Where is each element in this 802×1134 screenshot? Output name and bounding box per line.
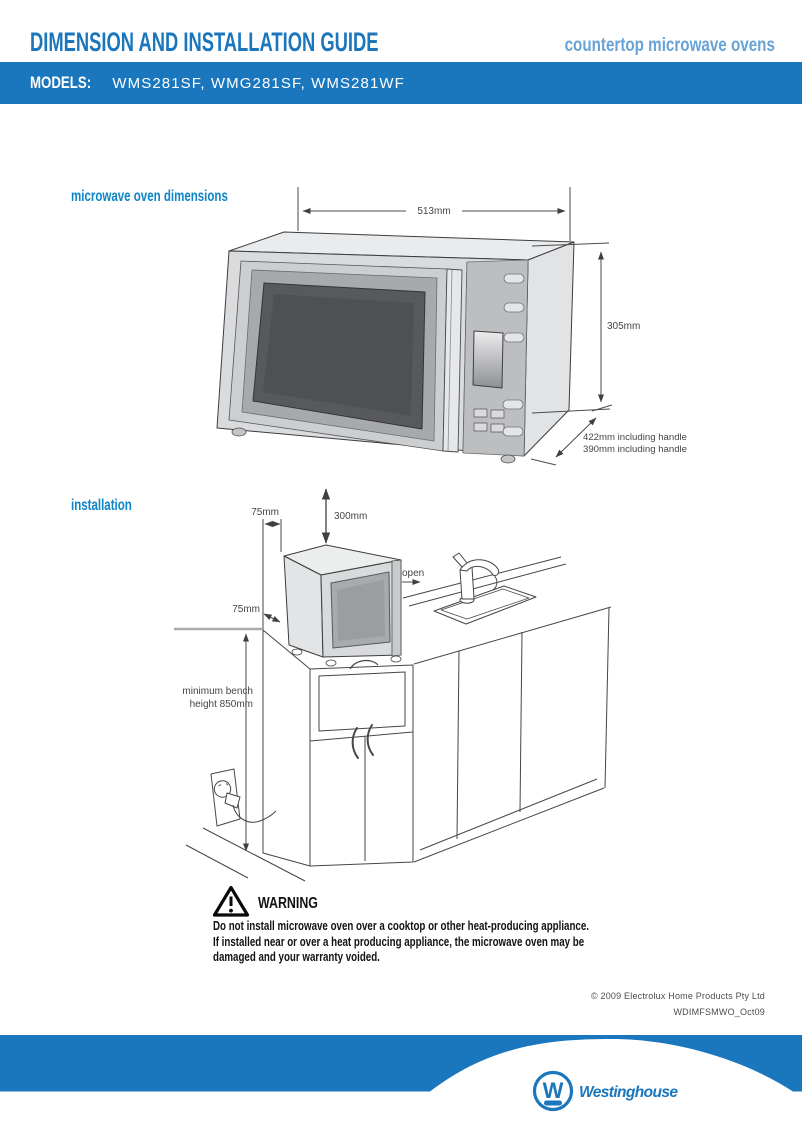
dimension-depth-label-1: 422mm including handle: [583, 432, 687, 443]
microwave-foot: [500, 454, 516, 464]
microwave-buttons: [473, 408, 505, 433]
cabinet-door-handle: [351, 727, 359, 759]
page-title: DIMENSION AND INSTALLATION GUIDE: [30, 27, 379, 57]
power-cord: [232, 804, 277, 823]
models-list: WMS281SF, WMG281SF, WMS281WF: [112, 74, 405, 92]
cabinet: [262, 629, 414, 867]
microwave-door-handle: [442, 268, 463, 453]
westinghouse-logo: W Westinghouse: [532, 1070, 679, 1112]
dimension-depth: [530, 404, 613, 466]
installation-figure: 75mm 300mm open 75mm minimum bench heigh…: [174, 488, 612, 882]
dimension-width-label: 513mm: [417, 206, 450, 217]
brand-circle: [532, 1070, 574, 1112]
bench-height-label-2: height 850mm: [190, 699, 253, 710]
warning-block: WARNING Do not install microwave oven ov…: [212, 884, 652, 974]
dimension-depth-label-2: 390mm including handle: [583, 444, 687, 455]
microwave-side-buttons: [502, 273, 525, 437]
installation-section-heading: installation: [71, 497, 132, 514]
warning-line: damaged and your warranty voided.: [213, 949, 380, 964]
faucet: [452, 552, 500, 604]
warning-triangle-icon: [212, 885, 250, 917]
page-subtitle: countertop microwave ovens: [564, 35, 775, 56]
warning-line: If installed near or over a heat produci…: [213, 933, 585, 949]
brand-name: Westinghouse: [579, 1084, 678, 1101]
dimension-height-label: 305mm: [607, 321, 640, 332]
footer-band-dome: [430, 1039, 793, 1092]
microwave-foot: [231, 427, 247, 437]
microwave-side-face: [523, 241, 575, 457]
power-plug: [224, 792, 241, 809]
brand-monogram-icon: W: [543, 1078, 564, 1103]
microwave-illustration: [216, 231, 575, 464]
bench-height-label-1: minimum bench: [182, 686, 253, 697]
microwave-door-glass: [263, 294, 414, 416]
models-bar: MODELS: WMS281SF, WMG281SF, WMS281WF: [0, 62, 802, 104]
sink-counter: [402, 552, 612, 863]
installed-microwave-handle: [391, 559, 402, 657]
cabinet-side: [262, 629, 311, 867]
side-clearance-label: 75mm: [232, 604, 260, 615]
footer-band: W Westinghouse: [0, 1035, 802, 1112]
models-label: MODELS:: [30, 73, 92, 92]
cabinet-door-handle: [366, 724, 374, 756]
top-side-clearance-label: 75mm: [251, 507, 279, 518]
drawer-handle: [349, 659, 379, 670]
copyright-line: © 2009 Electrolux Home Products Pty Ltd: [590, 991, 765, 1001]
document-code: WDIMFSMWO_Oct09: [673, 1007, 765, 1017]
sink-basin: [433, 585, 537, 625]
door-open-label: open: [402, 568, 424, 579]
footer: © 2009 Electrolux Home Products Pty Ltd …: [591, 988, 765, 1020]
cabinet-drawer: [318, 671, 406, 732]
installation-dimensions: [243, 488, 421, 852]
cabinet-front: [309, 664, 414, 867]
dimensions-section-heading: microwave oven dimensions: [71, 188, 228, 205]
installed-microwave: [283, 544, 402, 667]
warning-title: WARNING: [258, 895, 318, 912]
microwave-display-screen: [472, 330, 504, 389]
dimension-width: [297, 187, 571, 241]
power-outlet: [210, 768, 277, 827]
warning-line: Do not install microwave oven over a coo…: [213, 918, 589, 933]
warning-text: Do not install microwave oven over a coo…: [213, 918, 611, 965]
microwave-dimensions-figure: 513mm 305mm 422mm including handle 390mm…: [216, 187, 687, 466]
top-clearance-label: 300mm: [334, 511, 367, 522]
